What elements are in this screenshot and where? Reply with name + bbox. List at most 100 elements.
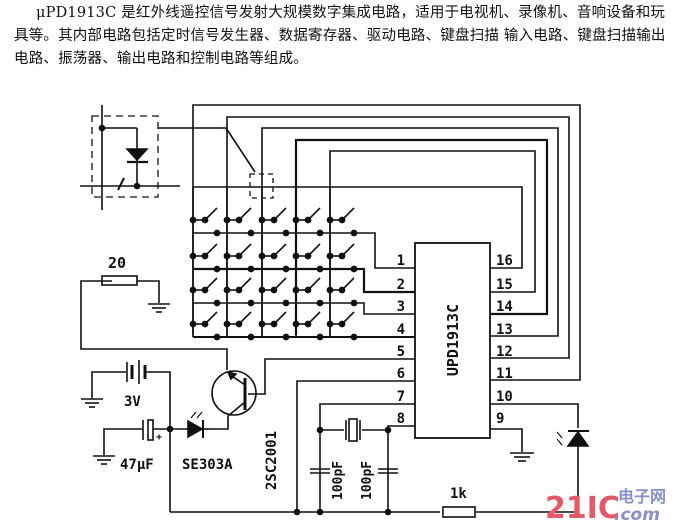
ic-pin-label: 14 <box>496 299 513 315</box>
row-junction-dot <box>247 229 255 237</box>
wire-battery-gnd <box>91 371 126 398</box>
row-junction-dot <box>350 333 358 341</box>
wire-pin8 <box>387 425 415 512</box>
capacitor-icon <box>310 468 398 474</box>
row-junction-dot <box>350 229 358 237</box>
key-switch <box>223 311 255 341</box>
key-switch <box>258 311 290 341</box>
wire-resistor20 <box>80 280 228 370</box>
row-junction-dot <box>282 299 290 307</box>
wire-pin5 <box>248 358 415 395</box>
key-switch <box>326 243 358 273</box>
ic-pin-label: 5 <box>397 344 405 360</box>
resistor-1k-icon <box>442 506 476 518</box>
key-switch <box>292 277 324 307</box>
watermark-domain: .com <box>614 505 660 525</box>
resistor-1k-label: 1k <box>450 486 467 502</box>
ic-pin-label: 1 <box>397 253 405 269</box>
ground-icon <box>510 452 534 462</box>
row-junction-dot <box>282 333 290 341</box>
wire-cap-gnd <box>103 428 142 455</box>
row-junction-dot <box>316 229 324 237</box>
key-switch <box>189 311 221 341</box>
key-switch <box>189 207 221 237</box>
electrolytic-capacitor-icon: + <box>142 419 170 443</box>
ic-pin-label: 15 <box>496 277 513 293</box>
wire-battery-pos <box>146 371 171 512</box>
svg-text:+: + <box>156 432 162 443</box>
crystal-icon <box>320 418 388 442</box>
key-switch <box>292 207 324 237</box>
keypad-matrix <box>189 187 358 341</box>
ic-body <box>414 242 491 439</box>
key-switch <box>223 243 255 273</box>
key-switch <box>258 243 290 273</box>
watermark-brand: 21IC <box>545 491 620 526</box>
wire-pin6 <box>296 380 415 512</box>
ic-pin-label: 13 <box>496 322 513 338</box>
row-junction-dot <box>316 333 324 341</box>
resistor-20-label: 20 <box>108 254 126 272</box>
key-switch <box>223 277 255 307</box>
row-junction-dot <box>213 229 221 237</box>
row-junction-dot <box>350 299 358 307</box>
ic-pin-label: 3 <box>397 299 405 315</box>
key-switch <box>189 243 221 273</box>
ground-icon <box>93 455 115 465</box>
ground-icon <box>81 398 103 408</box>
ground-icon <box>148 303 170 313</box>
row-junction-dot <box>247 265 255 273</box>
battery-label: 3V <box>124 394 141 410</box>
key-switch <box>326 207 358 237</box>
wire-pin10 <box>490 403 579 428</box>
row-junction-dot <box>282 229 290 237</box>
key-switch <box>258 277 290 307</box>
row-routes <box>193 232 415 338</box>
key-switch <box>292 311 324 341</box>
row-junction-dot <box>316 299 324 307</box>
ic-pin-label: 10 <box>496 389 513 405</box>
junction-dot <box>133 182 141 190</box>
row-junction-dot <box>247 333 255 341</box>
diode-icon <box>125 148 149 164</box>
key-switch <box>189 277 221 307</box>
ic-pin-label: 8 <box>397 411 405 427</box>
remote-module-wiring <box>80 105 256 210</box>
remote-module-box <box>91 115 159 198</box>
key-switch <box>223 207 255 237</box>
cap1-label: 100pF <box>331 461 346 500</box>
row-junction-dot <box>247 299 255 307</box>
description-text: μPD1913C 是红外线遥控信号发射大规模数字集成电路，适用于电视机、录像机、… <box>14 5 666 67</box>
row-junction-dot <box>213 265 221 273</box>
ir-led-icon <box>187 411 210 439</box>
transistor-label: 2SC2001 <box>264 431 280 490</box>
row-junction-dot <box>213 333 221 341</box>
cap2-label: 100pF <box>360 461 375 500</box>
indicator-led-icon <box>556 430 590 447</box>
key-switch <box>258 207 290 237</box>
battery-icon <box>126 360 147 384</box>
ic-pin-label: 6 <box>397 366 405 382</box>
ic-pin-label: 2 <box>397 277 405 293</box>
ic-pin-label: 9 <box>496 411 504 427</box>
junction-dot <box>98 124 106 132</box>
row-junction-dot <box>213 299 221 307</box>
key-switch <box>326 277 358 307</box>
ir-led-label: SE303A <box>182 457 233 473</box>
wire-led-collector <box>210 416 229 430</box>
wire-pin7 <box>319 403 415 512</box>
capacitor-47uf-label: 47μF <box>120 457 154 473</box>
watermark-logo: 21IC 电子网 .com <box>545 487 666 526</box>
wire-led-rail <box>475 446 579 513</box>
ic-pin-label: 11 <box>496 366 513 382</box>
key-switch <box>292 243 324 273</box>
wire-resistor20-gnd <box>137 280 160 303</box>
watermark-cn: 电子网 <box>618 487 666 506</box>
key-switch <box>326 311 358 341</box>
ic-pin-label: 16 <box>496 253 513 269</box>
ic-pin-label: 12 <box>496 344 513 360</box>
ic-pin-label: 4 <box>397 322 405 338</box>
ic-label: UPD1913C <box>444 304 462 376</box>
